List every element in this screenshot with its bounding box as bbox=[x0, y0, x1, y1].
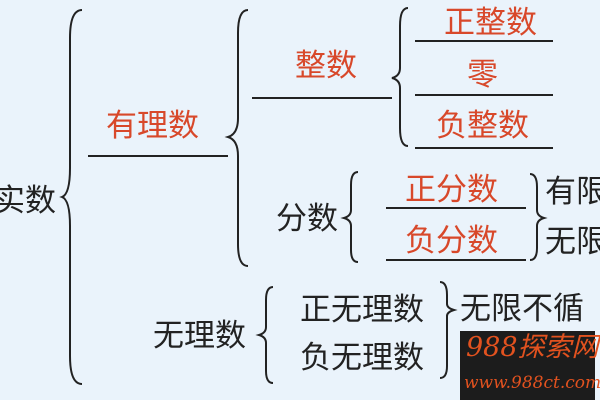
rational-label: 有理数 bbox=[106, 108, 199, 144]
root-label: 实数 bbox=[0, 183, 56, 219]
watermark: 988探索网 www.988ct.com bbox=[460, 331, 600, 400]
fraction-brace bbox=[340, 171, 359, 263]
fraction-item: 正分数 bbox=[405, 172, 498, 208]
divider bbox=[415, 147, 553, 149]
irrational-brace bbox=[255, 286, 274, 384]
integer-label: 整数 bbox=[295, 48, 357, 84]
fraction-note: 无限 bbox=[545, 224, 600, 260]
irrational-note-brace bbox=[439, 281, 458, 379]
watermark-brand: 988探索网 bbox=[466, 332, 599, 363]
divider bbox=[386, 259, 526, 261]
irrational-note: 无限不循 bbox=[460, 291, 584, 327]
irrational-label: 无理数 bbox=[153, 318, 246, 354]
fraction-label: 分数 bbox=[276, 201, 338, 237]
integer-item: 负整数 bbox=[436, 108, 529, 144]
integer-item: 零 bbox=[467, 57, 498, 93]
divider bbox=[415, 94, 553, 96]
irrational-item: 正无理数 bbox=[300, 292, 424, 328]
root-brace bbox=[59, 9, 83, 385]
divider bbox=[252, 97, 392, 99]
divider bbox=[415, 40, 553, 42]
integer-brace bbox=[391, 7, 409, 147]
watermark-url: www.988ct.com bbox=[464, 373, 600, 393]
integer-item: 正整数 bbox=[444, 5, 537, 41]
fraction-item: 负分数 bbox=[405, 223, 498, 259]
irrational-item: 负无理数 bbox=[300, 340, 424, 376]
fraction-note-brace bbox=[529, 173, 548, 261]
rational-brace bbox=[224, 9, 249, 267]
divider bbox=[88, 155, 228, 157]
divider bbox=[386, 207, 526, 209]
fraction-note: 有限 bbox=[545, 174, 600, 210]
